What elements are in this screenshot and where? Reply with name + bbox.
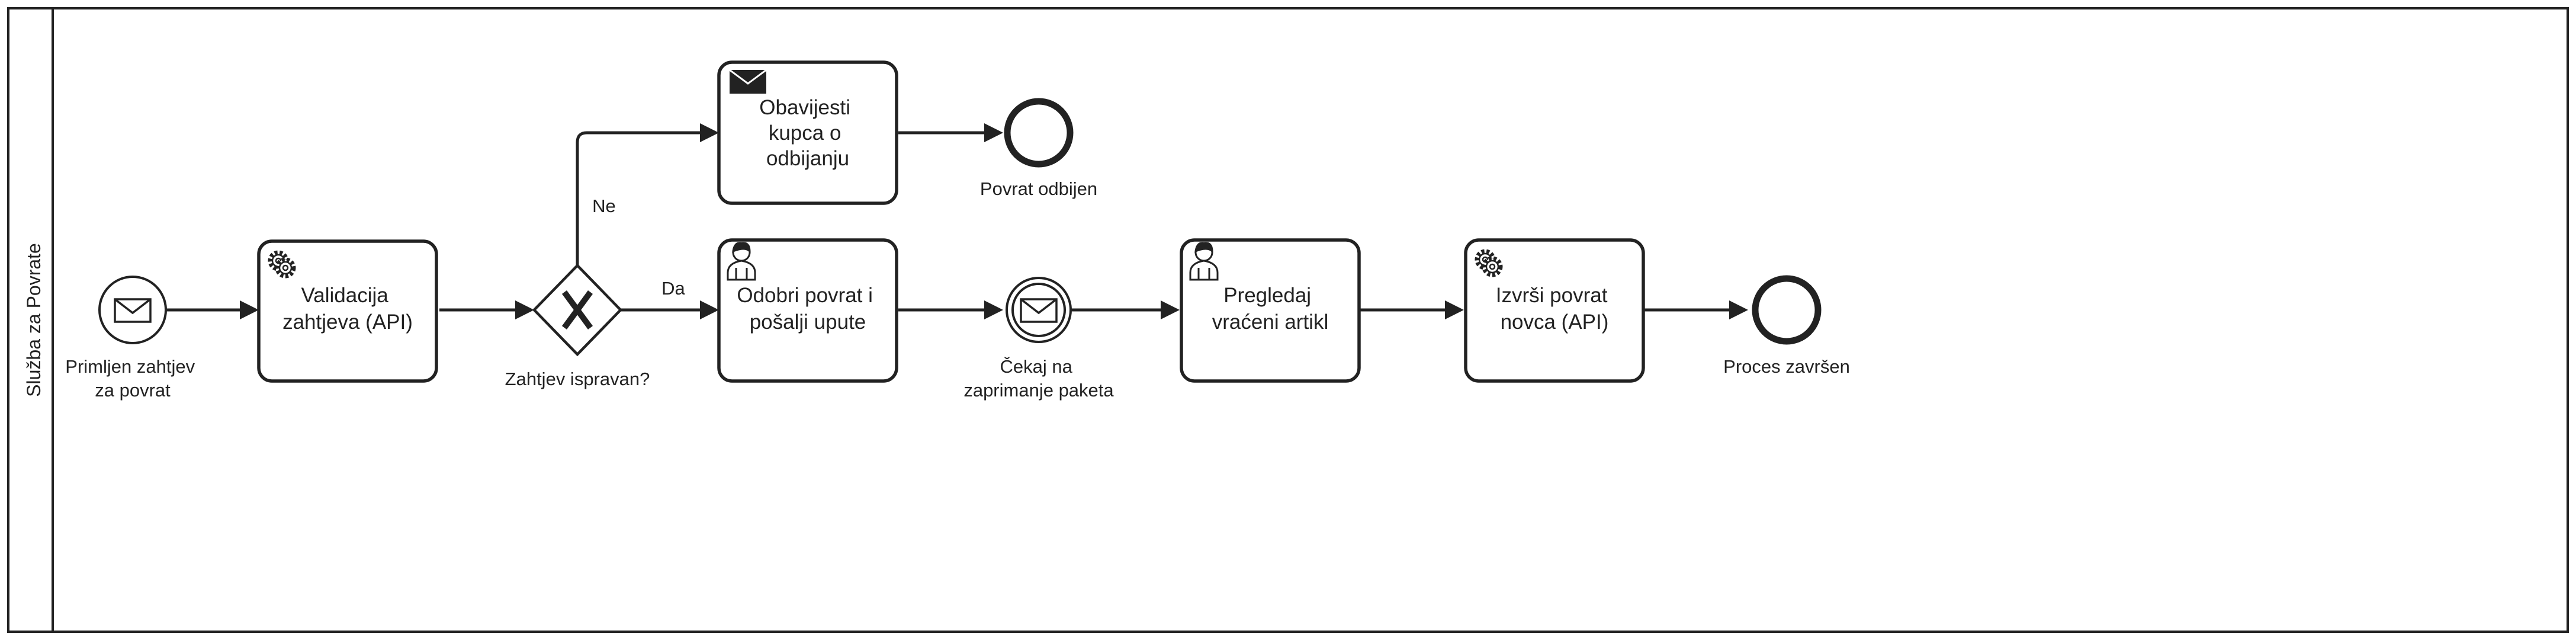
start-event[interactable] bbox=[98, 276, 167, 344]
task-approve-return-line: Odobri povrat i bbox=[737, 284, 873, 307]
flow-arrowheads bbox=[240, 123, 1748, 319]
gear-icon bbox=[268, 250, 296, 279]
lane-label: Služba za Povrate bbox=[23, 243, 44, 397]
task-notify-customer-line: kupca o bbox=[769, 121, 841, 145]
arrowhead bbox=[1161, 300, 1180, 319]
arrowhead bbox=[700, 300, 719, 319]
task-execute-refund[interactable]: Izvrši povrat novca (API) bbox=[1464, 238, 1645, 383]
gear-icon bbox=[1475, 249, 1503, 277]
end-event-done[interactable] bbox=[1752, 275, 1822, 345]
task-notify-customer-label: Obavijesti kupca o odbijanju bbox=[759, 96, 856, 170]
start-event-label-line: Primljen zahtjev bbox=[65, 356, 195, 377]
end-event-rejected-label: Povrat odbijen bbox=[980, 178, 1097, 199]
task-execute-refund-label: Izvrši povrat novca (API) bbox=[1496, 284, 1613, 334]
flow-label-yes: Da bbox=[661, 278, 685, 299]
end-event-done-label: Proces završen bbox=[1723, 356, 1850, 377]
catch-event-label-line: zaprimanje paketa bbox=[963, 380, 1114, 401]
start-event-label-line: za povrat bbox=[95, 380, 171, 401]
task-review-item-line: Pregledaj bbox=[1223, 284, 1311, 307]
task-validate-request[interactable]: Validacija zahtjeva (API) bbox=[257, 239, 438, 383]
task-notify-customer-line: Obavijesti bbox=[759, 96, 850, 119]
task-notify-customer-line: odbijanju bbox=[766, 147, 849, 170]
arrowhead bbox=[984, 300, 1003, 319]
arrowhead bbox=[1445, 300, 1464, 319]
user-icon bbox=[727, 242, 756, 281]
exclusive-gateway[interactable] bbox=[532, 263, 623, 357]
envelope-icon bbox=[114, 298, 152, 323]
envelope-icon bbox=[1020, 298, 1058, 323]
task-validate-request-line: zahtjeva (API) bbox=[282, 311, 413, 334]
exclusive-gateway-icon bbox=[561, 290, 593, 329]
intermediate-catch-message-event[interactable] bbox=[1006, 277, 1072, 343]
user-icon bbox=[1189, 242, 1219, 281]
task-review-item-label: Pregledaj vraćeni artikl bbox=[1212, 284, 1328, 334]
arrowhead bbox=[240, 300, 259, 319]
task-execute-refund-line: Izvrši povrat bbox=[1496, 284, 1608, 307]
task-approve-return[interactable]: Odobri povrat i pošalji upute bbox=[717, 238, 898, 383]
arrowhead bbox=[984, 123, 1003, 142]
flow-label-no: Ne bbox=[592, 196, 616, 216]
end-event-rejected[interactable] bbox=[1004, 98, 1074, 168]
task-approve-return-line: pošalji upute bbox=[750, 311, 866, 334]
catch-event-label-line: Čekaj na bbox=[1000, 356, 1073, 377]
task-execute-refund-line: novca (API) bbox=[1501, 311, 1609, 334]
sequence-flows bbox=[166, 131, 1735, 312]
envelope-filled-icon bbox=[729, 69, 767, 94]
arrowhead bbox=[515, 300, 534, 319]
task-validate-request-line: Validacija bbox=[301, 284, 389, 307]
arrowhead bbox=[1729, 300, 1748, 319]
arrowhead bbox=[700, 123, 719, 142]
task-approve-return-label: Odobri povrat i pošalji upute bbox=[737, 284, 878, 334]
flow-gateway-no[interactable] bbox=[576, 131, 706, 265]
task-validate-request-label: Validacija zahtjeva (API) bbox=[282, 284, 413, 334]
gateway-label: Zahtjev ispravan? bbox=[505, 369, 650, 389]
start-event-label: Primljen zahtjev za povrat bbox=[65, 356, 200, 401]
catch-event-label: Čekaj na zaprimanje paketa bbox=[963, 356, 1114, 401]
task-review-item-line: vraćeni artikl bbox=[1212, 311, 1328, 334]
task-notify-customer[interactable]: Obavijesti kupca o odbijanju bbox=[717, 60, 898, 205]
task-review-item[interactable]: Pregledaj vraćeni artikl bbox=[1180, 238, 1361, 383]
